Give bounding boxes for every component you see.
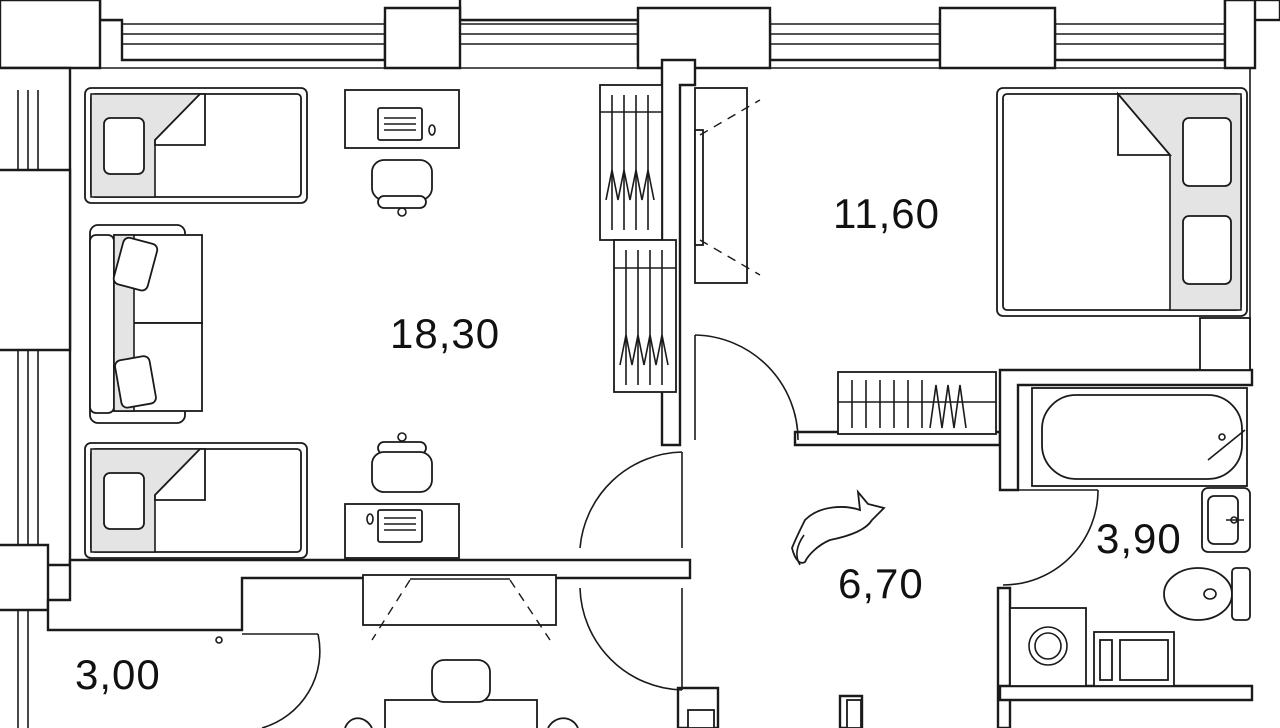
bed-icon [84,87,308,204]
area-label-hallway: 6,70 [838,560,924,607]
wardrobe-icon [837,371,997,435]
chair-icon [371,159,433,217]
wardrobe-icon [599,84,677,393]
bathtub-icon [1031,387,1248,487]
area-label-bathroom: 3,90 [1096,515,1182,562]
sink-icon [1201,487,1251,553]
washing-machine-icon [1009,607,1087,687]
bed-icon [84,442,308,559]
toilet-icon [1163,567,1251,621]
tv-icon [694,87,761,284]
area-label-living-room: 18,30 [390,310,501,357]
desk-icon [344,89,460,149]
area-label-kitchen: 3,00 [75,651,161,698]
sofa-icon [89,224,203,424]
laptop-icon [377,509,423,543]
pipe-box [215,636,862,728]
area-label-bedroom: 11,60 [833,190,940,237]
cat-icon [791,489,886,566]
door-icon [242,334,1099,728]
bed-icon [996,87,1248,317]
tv-icon [362,574,557,641]
desk-icon [344,503,460,559]
cabinet [1093,631,1175,687]
chair-icon [371,432,433,493]
dining-table-icon [344,659,579,728]
laptop-icon [377,107,423,141]
